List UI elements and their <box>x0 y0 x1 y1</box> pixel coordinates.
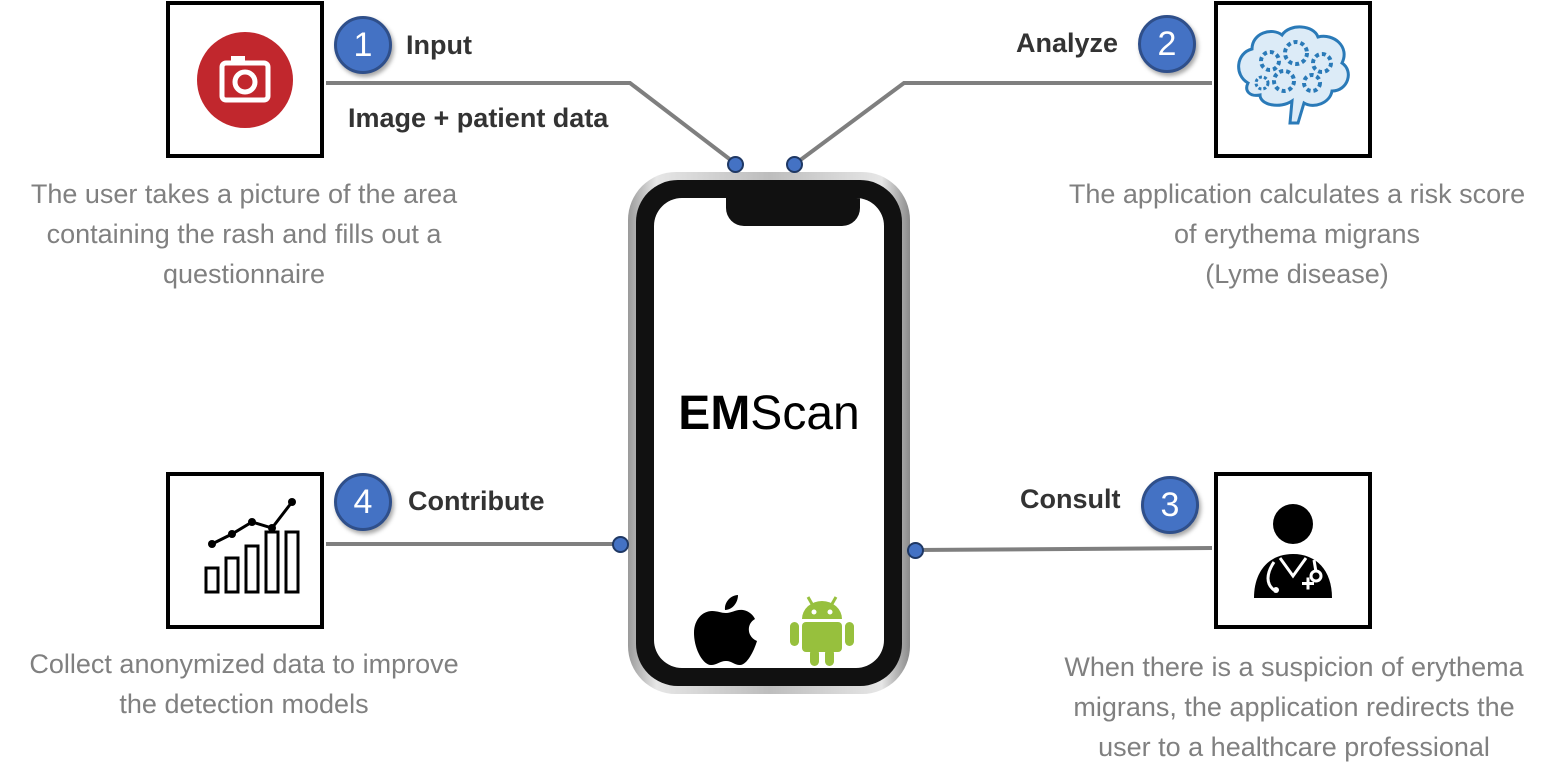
step-badge-2: 2 <box>1138 15 1196 73</box>
step-title-input: Input <box>406 30 472 60</box>
step-badge-4: 4 <box>334 473 392 531</box>
phone-screen: EMScan <box>654 198 884 668</box>
growth-chart-icon <box>204 498 300 594</box>
brain-gears-icon <box>1237 25 1350 125</box>
step-subtitle-input: Image + patient data <box>348 103 609 133</box>
step-description-consult: When there is a suspicion of erythema mi… <box>1064 652 1524 762</box>
input-icon-box <box>166 1 324 158</box>
step-description-analyze: The application calculates a risk score … <box>1068 179 1526 289</box>
step-title-analyze: Analyze <box>1016 28 1119 58</box>
connector-dot-contribute <box>612 536 629 553</box>
analyze-icon-box <box>1214 1 1372 158</box>
apple-icon <box>694 595 757 665</box>
step-description-contribute: Collect anonymized data to improve the d… <box>29 649 459 719</box>
android-icon <box>790 596 854 666</box>
connector-dot-input <box>727 156 744 173</box>
phone-notch <box>726 198 860 226</box>
connector-dot-consult <box>907 542 924 559</box>
camera-icon <box>197 32 293 128</box>
step-badge-1: 1 <box>334 16 392 74</box>
contribute-icon-box <box>166 472 324 629</box>
phone-mockup: EMScan <box>628 172 910 694</box>
connector-analyze <box>793 81 1212 166</box>
step-badge-3: 3 <box>1141 476 1199 534</box>
app-name: EMScan <box>678 387 860 440</box>
doctor-icon <box>1254 504 1332 598</box>
connector-consult <box>914 546 1213 552</box>
step-description-input: The user takes a picture of the area con… <box>30 179 458 289</box>
connector-input <box>326 81 738 166</box>
consult-icon-box <box>1214 472 1372 629</box>
step-title-consult: Consult <box>1020 484 1121 514</box>
connector-dot-analyze <box>786 156 803 173</box>
step-title-contribute: Contribute <box>408 486 545 516</box>
